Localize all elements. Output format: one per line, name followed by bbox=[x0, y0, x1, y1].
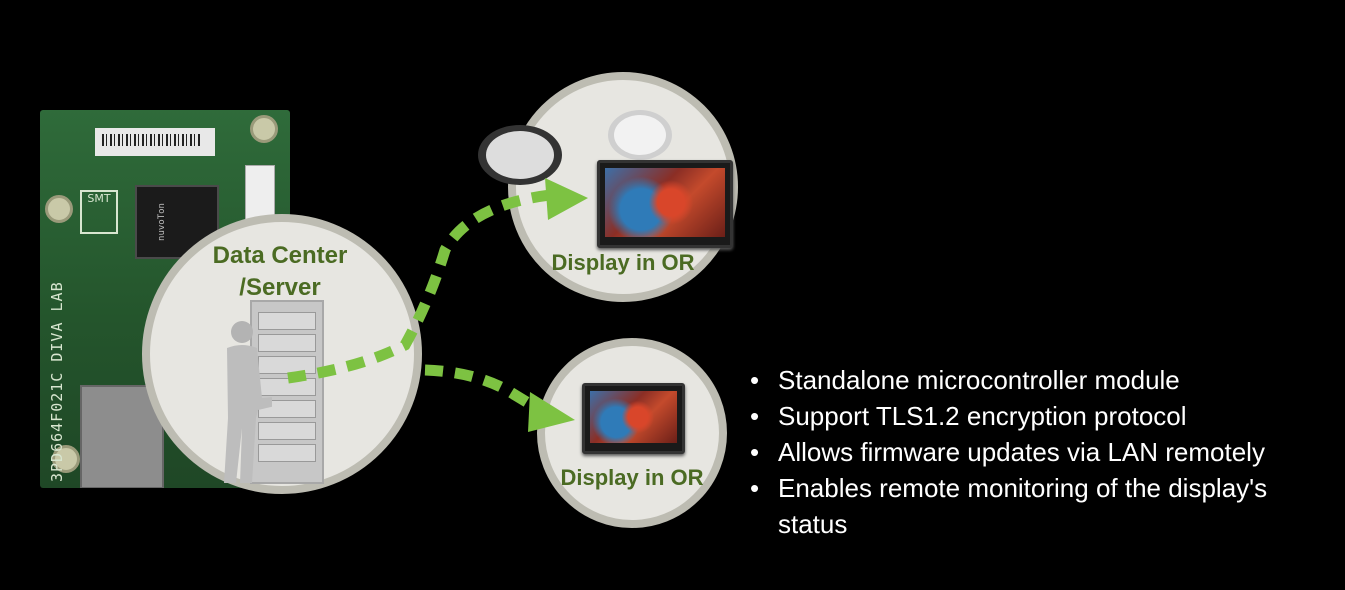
feature-item: Support TLS1.2 encryption protocol bbox=[750, 398, 1318, 434]
technician-icon bbox=[224, 321, 272, 483]
medical-monitor-icon bbox=[597, 160, 733, 248]
arrow-head-bottom bbox=[528, 392, 575, 432]
barcode-icon bbox=[102, 134, 202, 146]
server-label-line1: Data Center bbox=[212, 242, 348, 269]
server-label: Data Center /Server bbox=[190, 240, 370, 304]
dotted-arrow-icon bbox=[287, 189, 551, 384]
display-label-top: Display in OR bbox=[551, 250, 695, 275]
display-label-bottom: Display in OR bbox=[560, 465, 704, 490]
surgical-lamp-icon bbox=[478, 125, 562, 185]
mount-pad-icon bbox=[45, 195, 73, 223]
feature-item: Standalone microcontroller module bbox=[750, 362, 1318, 398]
feature-item: Enables remote monitoring of the display… bbox=[750, 470, 1318, 542]
mount-pad-icon bbox=[52, 445, 80, 473]
arrow-head-top bbox=[545, 178, 588, 220]
dotted-arrow-icon bbox=[424, 364, 543, 415]
medical-monitor-icon bbox=[582, 383, 685, 454]
mount-pad-icon bbox=[250, 115, 278, 143]
server-rack-icon bbox=[250, 300, 324, 484]
feature-list: Standalone microcontroller module Suppor… bbox=[750, 362, 1318, 542]
smt-marking: SMT bbox=[80, 190, 118, 234]
surgical-lamp-icon bbox=[608, 110, 672, 160]
feature-item: Allows firmware updates via LAN remotely bbox=[750, 434, 1318, 470]
server-label-line2: /Server bbox=[239, 274, 321, 301]
